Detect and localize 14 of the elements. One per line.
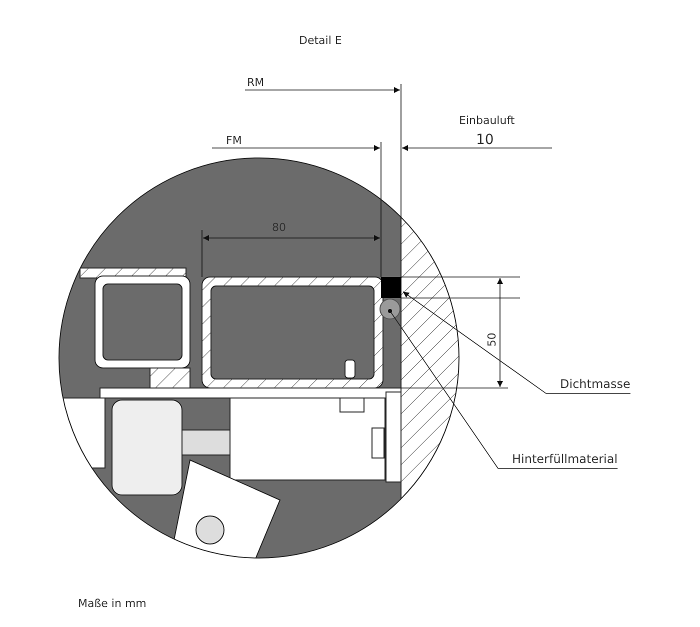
title: Detail E	[299, 34, 342, 48]
dimension-label: Einbauluft	[459, 114, 515, 128]
dimension-value: 50	[485, 332, 499, 347]
leader-line	[388, 309, 618, 469]
dimension-label: RM	[247, 76, 264, 90]
callout-label: Dichtmasse	[560, 377, 630, 392]
dimension-value: 10	[476, 132, 494, 149]
backer-rod	[380, 298, 400, 320]
sealant-block	[381, 277, 401, 298]
callout-label: Hinterfüllmaterial	[512, 452, 618, 466]
dimension-label: FM	[226, 134, 242, 148]
dimension-value: 80	[272, 221, 286, 234]
caption: Maße in mm	[78, 597, 146, 610]
leader-line	[402, 291, 631, 394]
